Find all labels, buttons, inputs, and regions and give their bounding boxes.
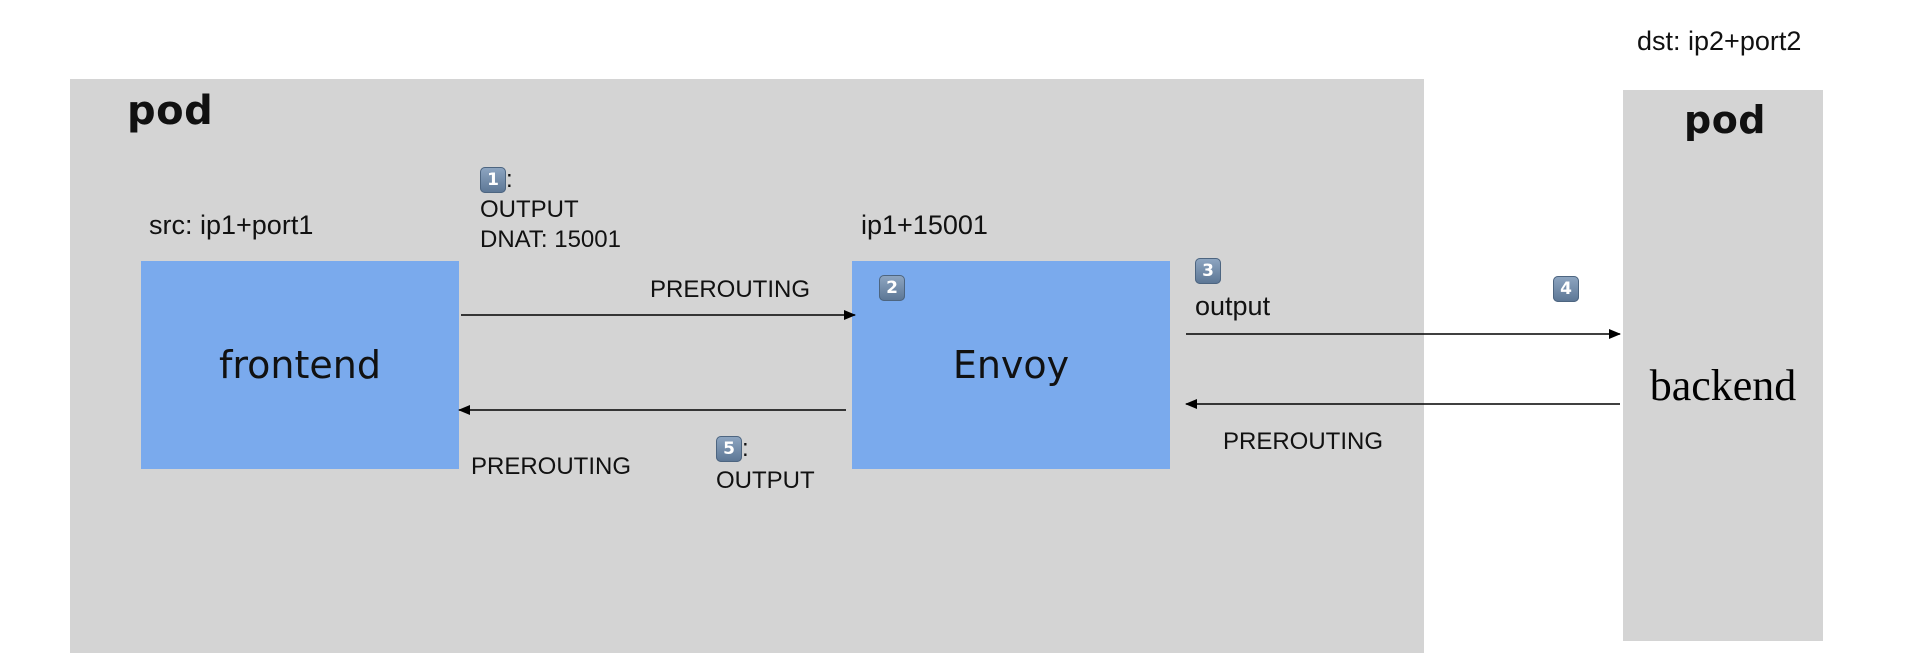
dst-label: dst: ip2+port2: [1637, 26, 1802, 56]
step2-badge: 2: [879, 275, 905, 301]
step5-marker: 5:: [716, 435, 749, 463]
backend-label: backend: [1649, 361, 1797, 410]
envoy-address-label: ip1+15001: [861, 210, 988, 240]
step3-output-label: output: [1195, 291, 1271, 321]
step4-badge: 4: [1553, 276, 1579, 302]
envoy-box: Envoy: [852, 261, 1170, 469]
step1-badge: 1: [480, 167, 506, 193]
frontend-label: frontend: [219, 343, 381, 387]
step3-badge: 3: [1195, 258, 1221, 284]
prerouting-label-forward: PREROUTING: [650, 276, 811, 303]
step1-dnat: DNAT: 15001: [480, 226, 621, 253]
frontend-box: frontend: [141, 261, 459, 469]
src-label: src: ip1+port1: [149, 210, 314, 240]
prerouting-label-backend: PREROUTING: [1223, 428, 1384, 455]
step4-marker: 4: [1553, 276, 1579, 302]
right-pod: [1623, 90, 1823, 641]
step5-colon: :: [742, 435, 749, 462]
step1-colon: :: [506, 166, 513, 193]
right-pod-title: pod: [1684, 98, 1767, 142]
prerouting-label-return: PREROUTING: [471, 453, 632, 480]
step5-badge: 5: [716, 436, 742, 462]
step2-marker: 2: [879, 275, 905, 301]
step3-marker: 3: [1195, 258, 1221, 284]
step5-output-label: OUTPUT: [716, 467, 815, 494]
envoy-label: Envoy: [952, 343, 1070, 387]
step1-marker: 1:: [480, 166, 513, 194]
step1-chain: OUTPUT: [480, 196, 579, 223]
left-pod-title: pod: [127, 88, 214, 134]
